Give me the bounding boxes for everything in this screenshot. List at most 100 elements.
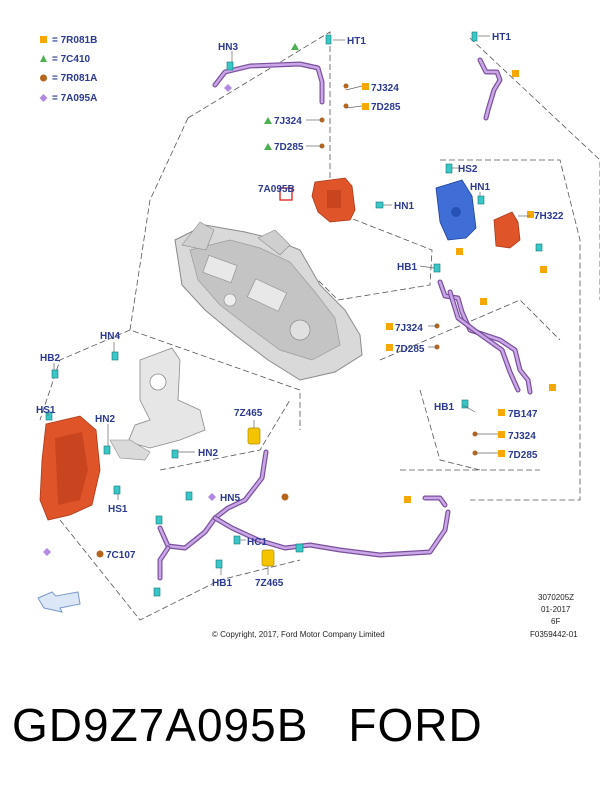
label-ht1: HT1 (347, 36, 366, 47)
circle-marker-icon (281, 493, 289, 501)
square-marker-icon (498, 431, 505, 438)
label-hc1: HC1 (247, 537, 267, 548)
figure-number: F0359442-01 (530, 630, 578, 639)
section-code: 6F (551, 617, 560, 626)
clip-icon (433, 263, 441, 273)
clips (45, 31, 543, 597)
square-marker-icon (404, 496, 411, 503)
copyright: © Copyright, 2017, Ford Motor Company Li… (212, 630, 385, 639)
label-7j324: 7J324 (274, 116, 302, 127)
label-hn2: HN2 (95, 414, 115, 425)
hose-top (212, 61, 325, 105)
clip-icon (471, 31, 478, 42)
square-marker-icon (498, 409, 505, 416)
clip-icon (535, 243, 543, 252)
label-hn4: HN4 (100, 331, 120, 342)
clip-icon (215, 559, 223, 569)
label-7j324: 7J324 (395, 323, 423, 334)
diamond-marker-icon (224, 84, 232, 92)
hose-top-right (477, 57, 503, 121)
label-7d285: 7D285 (395, 344, 425, 355)
coupler-icon (261, 549, 275, 567)
front-arrow-icon (37, 591, 81, 613)
clip-icon (171, 449, 179, 459)
clip-icon (113, 485, 121, 495)
square-marker-icon (549, 384, 556, 391)
part-number: GD9Z7A095B (12, 699, 309, 751)
legend-item-3: = 7R081A (52, 73, 97, 84)
diamond-marker-icon (208, 493, 216, 501)
label-7z465: 7Z465 (255, 578, 284, 589)
square-marker-icon (362, 83, 369, 90)
legend-diamond-icon (39, 94, 48, 102)
footer: 3070205Z 01-2017 6F F0359442-01 © Copyri… (212, 593, 578, 639)
legend-triangle-icon (40, 55, 47, 62)
square-marker-icon (480, 298, 487, 305)
square-marker-icon (386, 323, 393, 330)
legend-item-1: = 7R081B (52, 35, 97, 46)
label-ht1: HT1 (492, 32, 511, 43)
label-hn5: HN5 (220, 493, 240, 504)
revision-date: 01-2017 (541, 605, 571, 614)
highlight-box (279, 187, 293, 201)
label-7z465: 7Z465 (234, 408, 263, 419)
parts-diagram: = 7R081B = 7C410 = 7R081A = 7A095A (36, 31, 600, 639)
legend-circle-icon (40, 74, 47, 82)
leader-lines (47, 35, 530, 575)
triangle-marker-icon (264, 143, 272, 150)
square-marker-icon (456, 248, 463, 255)
hose-bottom (157, 449, 451, 581)
clip-icon (155, 515, 163, 525)
square-marker-icon (498, 450, 505, 457)
label-7j324: 7J324 (371, 83, 399, 94)
coupler-icon (247, 427, 261, 445)
clip-icon (226, 61, 234, 71)
blue-bracket (435, 179, 477, 241)
dashed-boundaries (39, 31, 600, 621)
circle-marker-icon (96, 550, 104, 558)
label-7d285: 7D285 (371, 102, 401, 113)
label-hb1: HB1 (212, 578, 232, 589)
legend-item-2: = 7C410 (52, 54, 91, 65)
clip-icon (233, 535, 241, 545)
label-hn3: HN3 (218, 42, 238, 53)
clip-icon (445, 163, 453, 174)
label-hb1: HB1 (397, 262, 417, 273)
label-hs1: HS1 (36, 405, 56, 416)
label-7d285: 7D285 (274, 142, 304, 153)
legend: = 7R081B = 7C410 = 7R081A = 7A095A (39, 35, 97, 104)
label-7c107: 7C107 (106, 550, 136, 561)
label-7d285: 7D285 (508, 450, 538, 461)
label-7a095b: 7A095B (258, 184, 295, 195)
red-bracket-right (493, 211, 521, 249)
clip-icon (477, 195, 485, 205)
label-hs2: HS2 (458, 164, 478, 175)
couplers (247, 427, 275, 567)
legend-square-icon (40, 36, 47, 43)
label-7h322: 7H322 (534, 211, 564, 222)
label-hn1: HN1 (394, 201, 414, 212)
ref-number: 3070205Z (538, 593, 574, 602)
clip-icon (45, 411, 53, 421)
triangle-marker-icon (291, 43, 299, 50)
square-marker-icon (362, 103, 369, 110)
square-marker-icon (386, 344, 393, 351)
hose-right (437, 279, 533, 395)
label-hb1: HB1 (434, 402, 454, 413)
label-7b147: 7B147 (508, 409, 538, 420)
label-hn2: HN2 (198, 448, 218, 459)
circle-marker-icon (343, 83, 349, 89)
red-bracket-left (39, 415, 101, 521)
transmission-housing (174, 221, 363, 381)
red-bracket-top (311, 177, 356, 223)
triangle-marker-icon (264, 117, 272, 124)
label-hn1: HN1 (470, 182, 490, 193)
diamond-marker-icon (43, 548, 51, 556)
clip-icon (295, 543, 304, 553)
clip-icon (375, 201, 384, 209)
circle-marker-icon (343, 103, 349, 109)
square-marker-icon (512, 70, 519, 77)
clip-icon (185, 491, 193, 501)
clip-icon (51, 369, 59, 379)
